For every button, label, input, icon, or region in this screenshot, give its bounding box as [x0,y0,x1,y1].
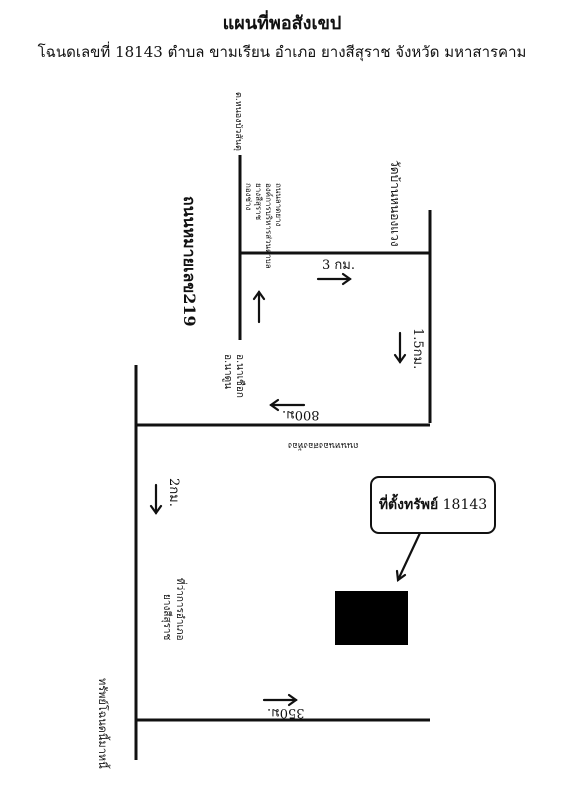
arrow-right-3km [316,272,352,286]
distance-800m: 800ม. [282,407,320,422]
property-callout: ที่ตั้งทรัพย์ 18143 [370,476,496,534]
office-label-1: ที่ว่าการอำเภอ [174,578,185,641]
property-plot [335,591,408,645]
distance-3km: 3 กม. [322,258,355,273]
arrow-right-350m [262,693,298,707]
arrow-down-15km [393,331,407,364]
office-label-2: ยางสีสุราช [161,594,172,641]
landmark-line-1: ถนนลาดยาง [274,183,283,227]
landmark-line-2: องค์การบริหารส่วนตำบล [264,183,273,269]
callout-number: 18143 [442,497,488,513]
distance-350m: 350ม. [267,705,305,720]
road-middle-label: ถนนหนองสองห้อง [288,440,359,450]
arrow-up-219 [252,290,266,324]
road-top-left-label: ต.หนองบัวสันตุ [233,92,243,151]
distance-1-5km: 1.5กม. [410,328,425,370]
junction-label-1: อ.นาเชือก [234,354,245,398]
landmark-line-4: กองช่าง [244,183,253,211]
arrow-left-800m [269,398,306,412]
road-left-label: ทรัพย์โฉนดนี้มาหนี้ [96,678,109,769]
callout-prefix: ที่ตั้งทรัพย์ [378,497,439,513]
landmark-line-3: ยางสีสุราช [254,183,263,221]
road-219-label: ถนนหมายเลข219 [180,196,199,327]
distance-2km: 2กม. [166,478,181,507]
arrow-down-2km [149,483,163,515]
arrow-callout-pointer [395,531,422,582]
map-subtitle: โฉนดเลขที่ 18143 ตำบล ขามเรียน อำเภอ ยาง… [37,43,527,61]
map-title: แผนที่พอสังเขป [222,13,342,34]
wat-label: วัดบ้านหนองแวง [388,160,402,247]
junction-label-2: อ.นาดูน [222,354,233,389]
